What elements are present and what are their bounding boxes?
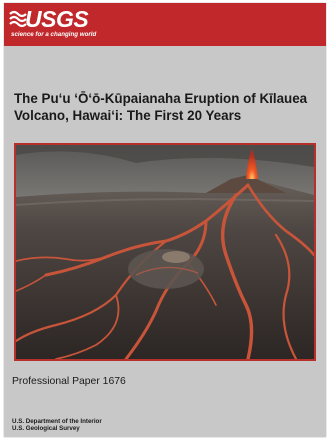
- cover-photo-frame: [14, 143, 316, 361]
- agency-survey: U.S. Geological Survey: [12, 425, 80, 433]
- agency-department: U.S. Department of the Interior: [12, 418, 102, 425]
- title-line-2: Volcano, Hawaiʻi: The First 20 Years: [14, 108, 242, 123]
- agency-block: U.S. Department of the Interior U.S. Geo…: [12, 418, 102, 433]
- usgs-logo[interactable]: USGS science for a changing world: [9, 6, 103, 42]
- usgs-wave-icon: [9, 10, 27, 28]
- usgs-banner: USGS science for a changing world: [4, 3, 326, 46]
- report-title: The Puʻu ʻŌʻō-Kūpaianaha Eruption of Kīl…: [14, 90, 320, 124]
- series-label: Professional Paper 1676: [12, 376, 126, 387]
- logo-text: USGS: [25, 6, 89, 32]
- volcano-eruption-photo: [16, 145, 314, 359]
- title-line-1: The Puʻu ʻŌʻō-Kūpaianaha Eruption of Kīl…: [14, 91, 308, 106]
- report-cover: USGS science for a changing world The Pu…: [4, 3, 326, 437]
- logo-tagline: science for a changing world: [11, 31, 97, 38]
